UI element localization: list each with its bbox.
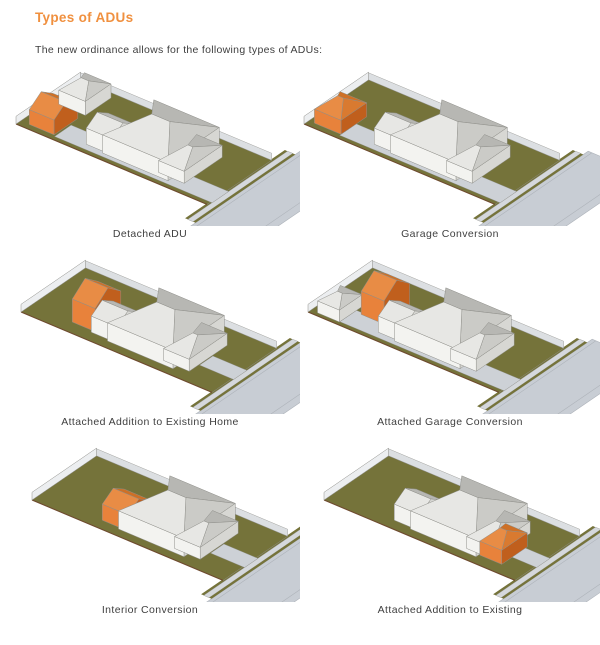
front-addition-structure bbox=[479, 523, 528, 565]
figures-grid: Detached ADU Garage Conversion Attached … bbox=[0, 64, 600, 628]
figure-attached-garage-conversion: Attached Garage Conversion bbox=[300, 252, 600, 440]
main-house bbox=[378, 287, 515, 372]
adu-illustration bbox=[323, 447, 600, 602]
main-house bbox=[374, 99, 511, 184]
page-title: Types of ADUs bbox=[35, 10, 134, 25]
adu-illustration bbox=[303, 71, 600, 226]
main-house bbox=[86, 99, 223, 184]
page-header: Types of ADUs The new ordinance allows f… bbox=[0, 0, 600, 56]
main-house bbox=[91, 287, 228, 372]
figure-interior-conversion: Interior Conversion bbox=[0, 440, 300, 628]
main-house bbox=[102, 475, 239, 560]
converted-garage-structure bbox=[314, 91, 367, 135]
adu-illustration bbox=[15, 71, 300, 226]
figure-caption: Attached Addition to Existing Home bbox=[61, 416, 239, 428]
garage-structure bbox=[58, 72, 112, 116]
figure-detached-adu: Detached ADU bbox=[0, 64, 300, 252]
figure-caption: Interior Conversion bbox=[101, 604, 199, 616]
figure-caption: Attached Addition to Existing bbox=[377, 604, 523, 616]
figure-caption: Detached ADU bbox=[112, 228, 188, 240]
page-intro: The new ordinance allows for the followi… bbox=[35, 44, 323, 56]
figure-attached-addition-existing: Attached Addition to Existing bbox=[300, 440, 600, 628]
adu-illustration bbox=[31, 447, 300, 602]
figure-garage-conversion: Garage Conversion bbox=[300, 64, 600, 252]
figure-attached-addition-home: Attached Addition to Existing Home bbox=[0, 252, 300, 440]
adu-illustration bbox=[20, 259, 300, 414]
adu-illustration bbox=[307, 259, 600, 414]
figure-caption: Attached Garage Conversion bbox=[377, 416, 523, 428]
figure-caption: Garage Conversion bbox=[401, 228, 499, 240]
garage-structure bbox=[317, 285, 363, 323]
